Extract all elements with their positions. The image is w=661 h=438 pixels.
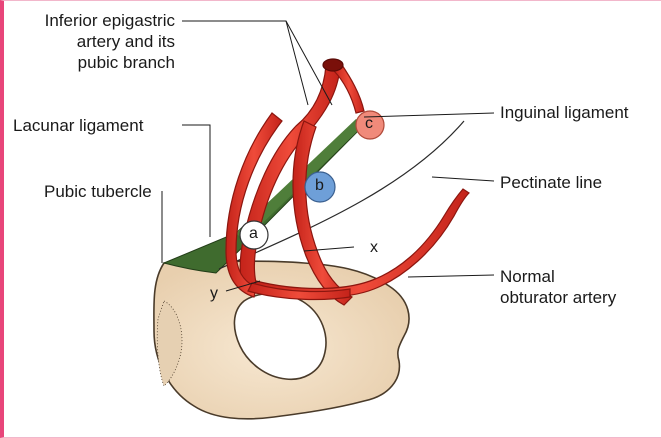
x-label: x	[370, 239, 378, 257]
marker-c-label: c	[365, 115, 373, 133]
pectinate-line-label: Pectinate line	[500, 172, 602, 193]
y-label: y	[210, 285, 218, 303]
inferior-epigastric-line2: artery and its	[45, 31, 175, 52]
normal-obturator-artery-label: Normal obturator artery	[500, 266, 616, 308]
marker-a-label: a	[249, 225, 258, 243]
normal-obturator-line2: obturator artery	[500, 287, 616, 308]
lacunar-ligament-label: Lacunar ligament	[13, 115, 143, 136]
inferior-epigastric-line1: Inferior epigastric	[45, 10, 175, 31]
normal-obturator-line1: Normal	[500, 266, 616, 287]
inguinal-ligament-label: Inguinal ligament	[500, 102, 629, 123]
pubic-tubercle-label: Pubic tubercle	[44, 181, 152, 202]
epigastric-vessel-opening	[323, 59, 343, 71]
artery-branch-to-c	[334, 65, 364, 113]
marker-b-label: b	[315, 177, 324, 195]
inferior-epigastric-line3: pubic branch	[45, 52, 175, 73]
inferior-epigastric-label: Inferior epigastric artery and its pubic…	[45, 10, 175, 73]
